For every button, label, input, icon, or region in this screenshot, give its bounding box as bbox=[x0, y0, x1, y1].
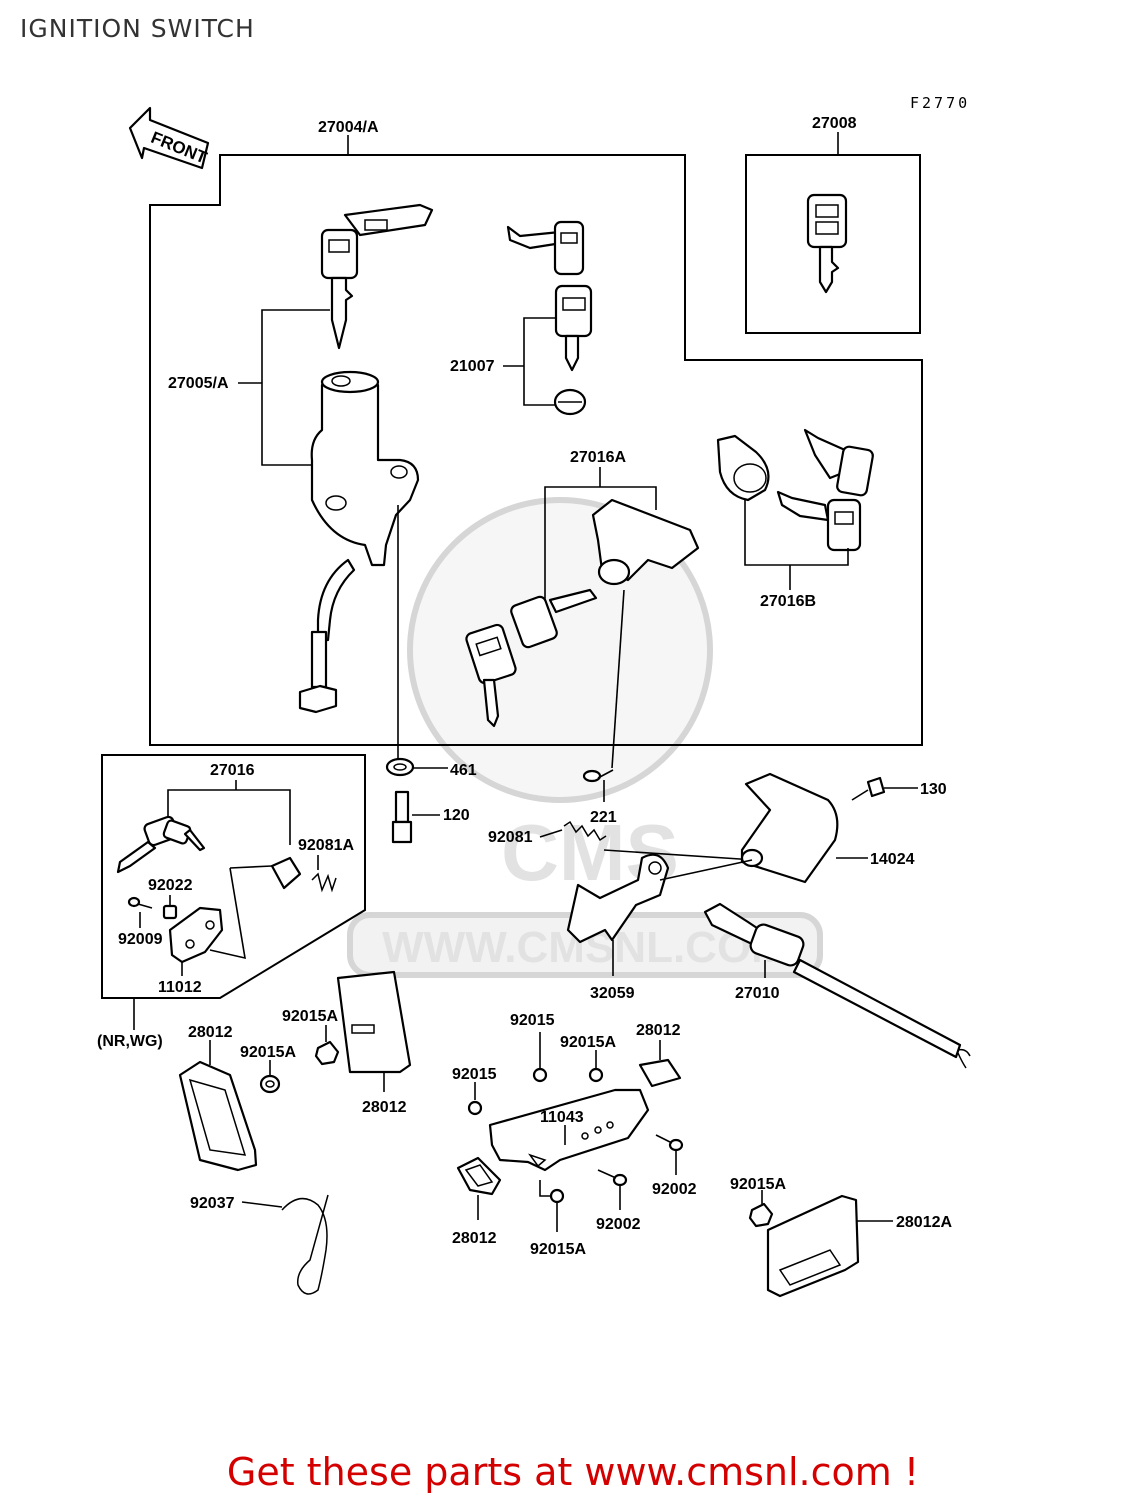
label-120: 120 bbox=[443, 807, 470, 824]
label-14024: 14024 bbox=[870, 851, 915, 868]
label-27016: 27016 bbox=[210, 762, 255, 779]
nut-92015a-c-icon bbox=[588, 1067, 604, 1083]
lock-cylinder-92081a-icon bbox=[270, 856, 337, 893]
label-28012-a: 28012 bbox=[188, 1024, 233, 1041]
bracket-11043-icon bbox=[488, 1088, 650, 1172]
plate-11012-icon bbox=[168, 906, 224, 964]
nut-92015-a-icon bbox=[532, 1067, 548, 1083]
label-21007: 21007 bbox=[450, 358, 495, 375]
clip-92037-icon bbox=[281, 1194, 329, 1295]
label-27016b: 27016B bbox=[760, 593, 816, 610]
box-27008 bbox=[745, 154, 921, 334]
label-221: 221 bbox=[590, 809, 617, 826]
figure-code: F2770 bbox=[910, 94, 970, 112]
label-92009: 92009 bbox=[118, 931, 163, 948]
nut-92015a-b-icon bbox=[259, 1074, 281, 1094]
screw-130-icon bbox=[851, 776, 886, 801]
label-27016a: 27016A bbox=[570, 449, 626, 466]
parts-diagram: CMS WWW.CMSNL.COM F2770 FRONT 27004/A 27… bbox=[97, 94, 971, 1298]
label-92015a-b: 92015A bbox=[240, 1044, 296, 1061]
nut-92015-b-icon bbox=[467, 1100, 483, 1116]
label-28012-b: 28012 bbox=[362, 1099, 407, 1116]
lock-27016a-icon bbox=[465, 498, 700, 728]
label-27004a: 27004/A bbox=[318, 119, 379, 136]
label-28012-c: 28012 bbox=[636, 1022, 681, 1039]
front-arrow-icon: FRONT bbox=[128, 106, 210, 170]
label-92037: 92037 bbox=[190, 1195, 235, 1212]
switch-cable-27010-icon bbox=[703, 902, 971, 1069]
ignition-switch-27005a-icon bbox=[298, 203, 434, 714]
reflector-28012-a-icon bbox=[178, 1060, 258, 1172]
label-27005a: 27005/A bbox=[168, 375, 229, 392]
label-461: 461 bbox=[450, 762, 477, 779]
nut-92022-icon bbox=[162, 904, 178, 920]
label-92015a-a: 92015A bbox=[282, 1008, 338, 1025]
screw-221-icon bbox=[582, 769, 614, 783]
nut-92015a-d-icon bbox=[549, 1188, 565, 1204]
key-27008-icon bbox=[806, 193, 848, 294]
bracket-32059-icon bbox=[566, 853, 670, 944]
label-92015a-c: 92015A bbox=[560, 1034, 616, 1051]
bracket-14024-icon bbox=[740, 772, 839, 884]
label-28012-d: 28012 bbox=[452, 1230, 497, 1247]
assembly-outline-27004 bbox=[149, 154, 923, 746]
reflector-28012a-icon bbox=[766, 1194, 860, 1298]
reflector-28012-b-icon bbox=[336, 970, 412, 1074]
keys-27016-icon bbox=[116, 815, 206, 874]
lock-27016b-icon bbox=[716, 428, 874, 552]
label-92015-a: 92015 bbox=[510, 1012, 555, 1029]
label-nr-wg: (NR,WG) bbox=[97, 1033, 163, 1050]
screw-92002-b-icon bbox=[597, 1169, 628, 1187]
label-28012a: 28012A bbox=[896, 1214, 952, 1231]
nut-92015a-a-icon bbox=[314, 1040, 340, 1066]
label-27008: 27008 bbox=[812, 115, 857, 132]
label-92015a-e: 92015A bbox=[730, 1176, 786, 1193]
box-27016 bbox=[101, 754, 366, 999]
bolt-120-icon bbox=[391, 790, 413, 844]
label-92002-a: 92002 bbox=[652, 1181, 697, 1198]
label-92002-b: 92002 bbox=[596, 1216, 641, 1233]
reflector-28012-c-icon bbox=[638, 1058, 682, 1088]
label-32059: 32059 bbox=[590, 985, 635, 1002]
label-92015-b: 92015 bbox=[452, 1066, 497, 1083]
nut-92015a-e-icon bbox=[748, 1202, 774, 1228]
promo-banner[interactable]: Get these parts at www.cmsnl.com ! bbox=[226, 1450, 920, 1494]
label-27010: 27010 bbox=[735, 985, 780, 1002]
keys-21007-icon bbox=[506, 220, 593, 416]
label-11012: 11012 bbox=[158, 979, 202, 996]
screw-92002-a-icon bbox=[655, 1134, 684, 1152]
washer-461-icon bbox=[385, 757, 415, 777]
spring-92081-icon bbox=[563, 820, 607, 842]
reflector-28012-d-icon bbox=[456, 1156, 502, 1196]
diagram-title: IGNITION SWITCH bbox=[20, 14, 255, 43]
screw-92009-icon bbox=[127, 896, 153, 909]
watermark: CMS WWW.CMSNL.COM bbox=[347, 497, 823, 978]
label-11043: 11043 bbox=[540, 1109, 584, 1126]
label-92081a: 92081A bbox=[298, 837, 354, 854]
label-130: 130 bbox=[920, 781, 947, 798]
label-92015a-d: 92015A bbox=[530, 1241, 586, 1258]
label-92022: 92022 bbox=[148, 877, 193, 894]
label-92081: 92081 bbox=[488, 829, 533, 846]
